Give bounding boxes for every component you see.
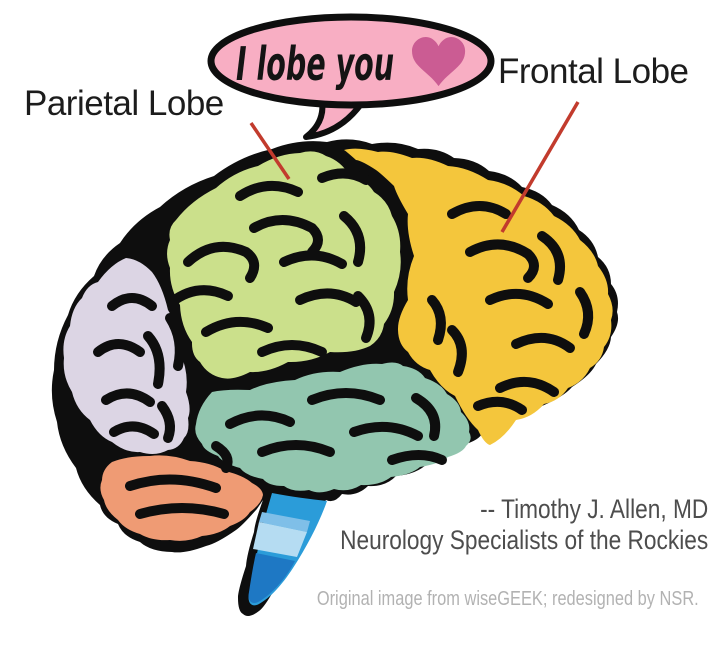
attribution: -- Timothy J. Allen, MD Neurology Specia… xyxy=(340,494,708,556)
parietal-pointer-line xyxy=(249,122,291,180)
credit-text: Original image from wiseGEEK; redesigned… xyxy=(317,588,699,610)
region-frontal-lobe xyxy=(344,148,613,445)
speech-bubble-text: I lobe you xyxy=(236,38,394,92)
brainstem-band-mid xyxy=(259,512,310,532)
attribution-line1: -- Timothy J. Allen, MD xyxy=(479,494,708,524)
brainstem-band-dark xyxy=(248,553,295,603)
brainstem-band-light xyxy=(253,522,307,557)
parietal-lobe-label: Parietal Lobe xyxy=(24,84,224,123)
region-cerebellum xyxy=(100,455,264,541)
frontal-lobe-label: Frontal Lobe xyxy=(498,52,689,91)
heart-icon xyxy=(412,37,466,87)
gyri-lines xyxy=(93,168,594,519)
attribution-line2: Neurology Specialists of the Rockies xyxy=(339,525,708,555)
frontal-pointer-line xyxy=(500,101,580,233)
